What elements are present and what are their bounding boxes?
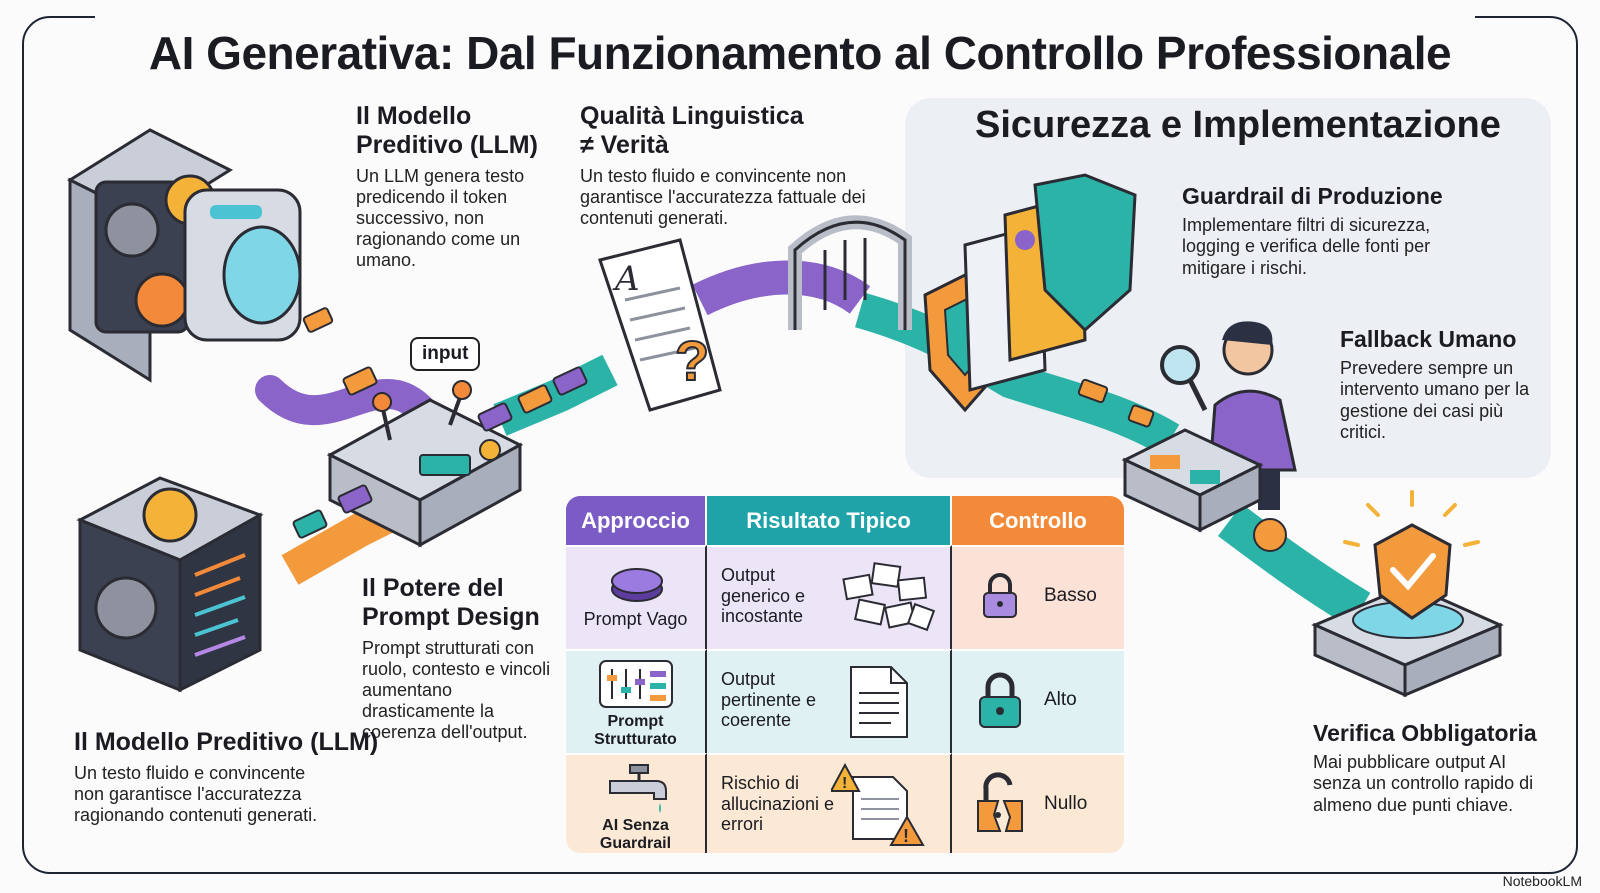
header-controllo: Controllo bbox=[952, 496, 1124, 545]
table-row-1-risultato: Output generico e incostante bbox=[707, 545, 952, 649]
table-row-2-risultato: Output pertinente e coerente bbox=[707, 649, 952, 753]
watermark: NotebookLM bbox=[1502, 873, 1582, 889]
button-icon bbox=[611, 568, 663, 602]
lock-icon bbox=[983, 573, 1017, 618]
controllo-text: Basso bbox=[1044, 585, 1097, 606]
table-row-3-approccio: AI Senza Guardrail bbox=[566, 753, 707, 853]
table-row-1-approccio: Prompt Vago bbox=[566, 545, 707, 649]
person-icon bbox=[1208, 321, 1297, 510]
faucet-icon bbox=[609, 764, 667, 813]
modello-top-text: Un LLM genera testo predicendo il token … bbox=[356, 165, 525, 270]
verifica-text: Mai pubblicare output AI senza un contro… bbox=[1313, 752, 1534, 815]
approccio-label: Prompt Vago bbox=[583, 609, 688, 629]
section-qualita: Qualità Linguistica ≠ Verità Un testo fl… bbox=[580, 102, 870, 229]
panel-title: Sicurezza e Implementazione bbox=[975, 104, 1501, 146]
risultato-text: Rischio di allucinazioni e errori bbox=[721, 773, 835, 835]
svg-text:!: ! bbox=[903, 826, 909, 846]
verified-shield-platform bbox=[1311, 490, 1504, 698]
table-row-3-risultato: Rischio di allucinazioni e errori ! ! bbox=[707, 753, 952, 853]
section-verifica: Verifica Obbligatoria Mai pubblicare out… bbox=[1313, 720, 1558, 816]
fallback-heading: Fallback Umano bbox=[1340, 326, 1517, 352]
section-modello-bottom: Il Modello Preditivo (LLM) Un testo flui… bbox=[74, 728, 384, 826]
prompt-design-heading: Il Potere del Prompt Design bbox=[362, 574, 540, 631]
frame-title-gap bbox=[95, 9, 1475, 25]
table-row-2-approccio: Prompt Strutturato bbox=[566, 649, 707, 753]
svg-text:!: ! bbox=[842, 775, 847, 792]
gear-icon bbox=[94, 576, 158, 640]
modello-top-heading: Il Modello Preditivo (LLM) bbox=[356, 102, 538, 159]
guardrail-heading: Guardrail di Produzione bbox=[1182, 183, 1443, 209]
shield-icon bbox=[1033, 173, 1137, 333]
header-approccio: Approccio bbox=[566, 496, 707, 545]
gear-icon bbox=[142, 487, 198, 543]
svg-text:A: A bbox=[612, 259, 640, 299]
purple-ribbon-left bbox=[255, 375, 445, 435]
console-icon bbox=[1121, 428, 1264, 533]
prompt-design-text: Prompt strutturati con ruolo, contesto e… bbox=[362, 637, 551, 742]
qualita-heading: Qualità Linguistica ≠ Verità bbox=[580, 102, 804, 159]
purple-ribbon-mid bbox=[692, 260, 871, 316]
main-title: AI Generativa: Dal Funzionamento al Cont… bbox=[148, 27, 1452, 79]
gear-icon bbox=[134, 272, 190, 328]
magnifier-icon bbox=[1160, 345, 1208, 412]
risultato-text: Output pertinente e coerente bbox=[721, 669, 817, 731]
engine-block-top bbox=[66, 128, 302, 383]
gear-icon bbox=[104, 202, 160, 258]
mixer-sliders-icon bbox=[599, 660, 673, 708]
broken-lock-icon bbox=[977, 772, 1023, 832]
fallback-text: Prevedere sempre un intervento umano per… bbox=[1340, 358, 1530, 442]
warning-document-icon: ! ! bbox=[831, 763, 925, 846]
approccio-label: Prompt Strutturato bbox=[594, 713, 677, 748]
document-icon bbox=[850, 666, 908, 738]
input-tag: input bbox=[410, 337, 481, 371]
header-risultato: Risultato Tipico bbox=[707, 496, 952, 545]
portal-icon bbox=[222, 225, 302, 325]
approccio-label: AI Senza Guardrail bbox=[599, 817, 672, 852]
section-guardrail: Guardrail di Produzione Implementare fil… bbox=[1182, 183, 1482, 279]
modello-bottom-heading: Il Modello Preditivo (LLM) bbox=[74, 728, 379, 756]
prompt-controller bbox=[326, 380, 524, 548]
engine-block-bottom bbox=[76, 476, 264, 693]
document-question-icon: A ? bbox=[598, 238, 722, 412]
table-row-3-controllo: Nullo bbox=[952, 753, 1124, 853]
qualita-text: Un testo fluido e convincente non garant… bbox=[580, 165, 866, 228]
lock-icon bbox=[979, 672, 1021, 728]
risultato-text: Output generico e incostante bbox=[721, 565, 806, 627]
modello-bottom-text: Un testo fluido e convincente non garant… bbox=[74, 762, 318, 825]
teal-ribbon-3 bbox=[1218, 503, 1371, 628]
verifica-heading: Verifica Obbligatoria bbox=[1313, 720, 1537, 746]
scattered-papers-icon bbox=[842, 562, 935, 632]
comparison-table: Approccio Risultato Tipico Controllo Pro… bbox=[566, 496, 1124, 853]
controllo-text: Nullo bbox=[1044, 793, 1088, 814]
table-row-2-controllo: Alto bbox=[952, 649, 1124, 753]
section-fallback: Fallback Umano Prevedere sempre un inter… bbox=[1340, 326, 1540, 443]
gate-icon bbox=[788, 215, 912, 330]
svg-text:?: ? bbox=[675, 329, 709, 392]
guardrail-text: Implementare filtri di sicurezza, loggin… bbox=[1182, 215, 1431, 278]
section-modello-top: Il Modello Preditivo (LLM) Un LLM genera… bbox=[356, 102, 566, 271]
table-row-1-controllo: Basso bbox=[952, 545, 1124, 649]
section-prompt-design: Il Potere del Prompt Design Prompt strut… bbox=[362, 574, 562, 743]
controllo-text: Alto bbox=[1044, 689, 1077, 710]
